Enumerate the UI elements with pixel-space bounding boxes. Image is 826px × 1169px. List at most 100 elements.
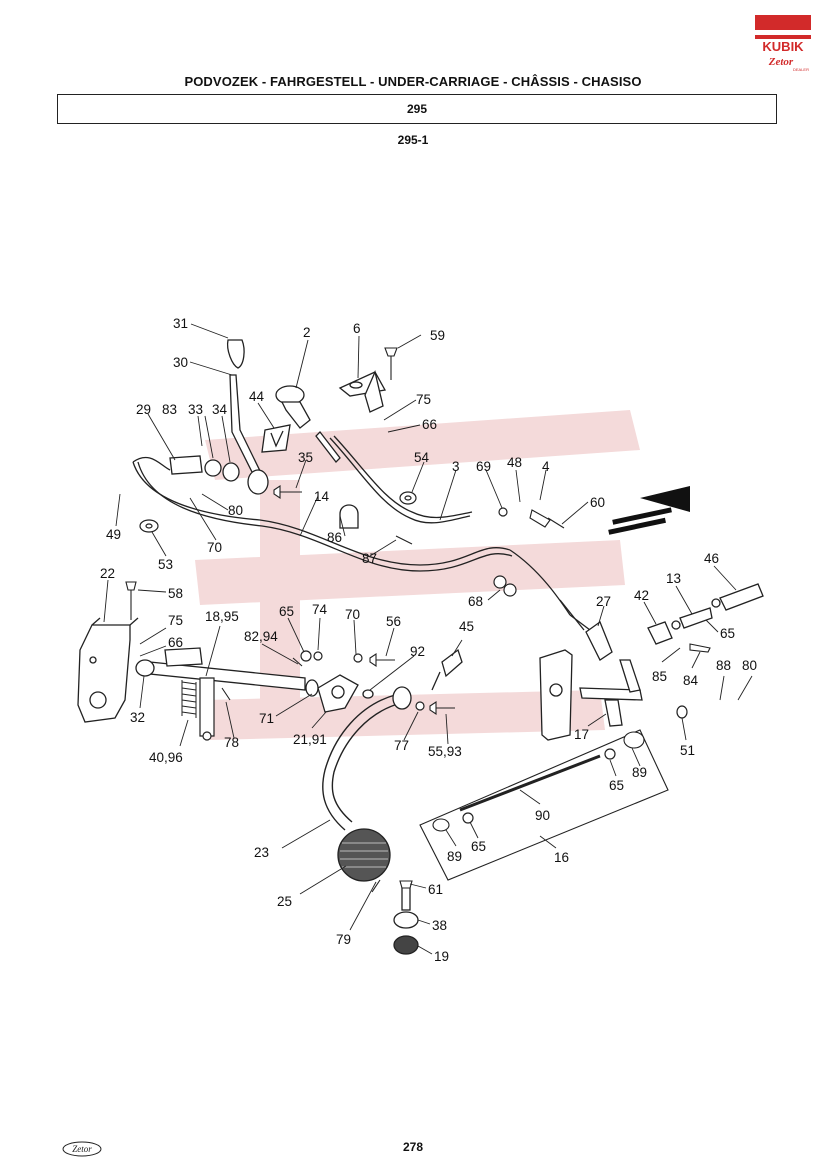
spring-40-96 [181, 680, 197, 718]
plate-bracket [539, 649, 573, 741]
plate-44 [261, 424, 291, 453]
callout-71: 71 [259, 711, 274, 726]
flange-21-91 [305, 674, 359, 713]
lever-17 [579, 659, 643, 727]
callout-70-mid: 70 [345, 607, 360, 622]
washers-nuts [139, 491, 688, 824]
callout-74: 74 [312, 602, 328, 617]
callout-61: 61 [428, 882, 443, 897]
callout-89-right: 89 [632, 765, 647, 780]
callout-49: 49 [106, 527, 121, 542]
svg-text:DEALER: DEALER [793, 67, 809, 72]
turnbuckle-27 [559, 599, 613, 661]
callout-14: 14 [314, 489, 330, 504]
callout-30: 30 [173, 355, 188, 370]
callout-65-d: 65 [471, 839, 486, 854]
callout-56: 56 [386, 614, 401, 629]
callout-17: 17 [574, 727, 589, 742]
callout-38: 38 [432, 918, 447, 933]
cables [132, 435, 591, 631]
callout-65-b: 65 [720, 626, 735, 641]
zetor-footer-logo: Zetor [62, 1141, 102, 1157]
kubik-zetor-logo: KUBIK Zetor DEALER [755, 15, 811, 72]
callout-65-a: 65 [279, 604, 294, 619]
document-title: PODVOZEK - FAHRGESTELL - UNDER-CARRIAGE … [184, 74, 642, 89]
callout-46: 46 [704, 551, 719, 566]
callout-70-left: 70 [207, 540, 222, 555]
callout-80-left: 80 [228, 503, 243, 518]
bracket-22 [77, 617, 139, 723]
pedal-rod [322, 694, 402, 831]
callout-2: 2 [303, 325, 311, 340]
callout-85: 85 [652, 669, 667, 684]
callout-25: 25 [277, 894, 292, 909]
callout-23: 23 [254, 845, 269, 860]
section-number: 295 [406, 102, 428, 116]
callout-83: 83 [162, 402, 177, 417]
callout-60: 60 [590, 495, 605, 510]
leader-lines [103, 323, 753, 955]
callout-6: 6 [353, 321, 361, 336]
cross-shaft [135, 647, 306, 691]
callout-18-95: 18,95 [205, 609, 239, 624]
cable-end-45 [431, 648, 463, 691]
callout-45: 45 [459, 619, 474, 634]
callout-44: 44 [249, 389, 265, 404]
callout-66-top: 66 [422, 417, 437, 432]
callout-75-top: 75 [416, 392, 431, 407]
callout-51: 51 [680, 743, 695, 758]
knob-2 [275, 385, 341, 463]
bracket-6 [338, 369, 387, 413]
bolts [125, 347, 711, 893]
lever-78 [199, 677, 215, 741]
callout-80-right: 80 [742, 658, 757, 673]
subsection-number: 295-1 [397, 133, 429, 147]
section-number-box: 295 [57, 94, 777, 124]
part-callouts: 31 30 2 6 59 29 83 33 34 44 75 66 35 54 … [100, 316, 757, 964]
callout-68: 68 [468, 594, 483, 609]
callout-55-93: 55,93 [428, 744, 462, 759]
callout-79: 79 [336, 932, 351, 947]
svg-text:Zetor: Zetor [768, 56, 794, 68]
callout-69: 69 [476, 459, 491, 474]
callout-40-96: 40,96 [149, 750, 183, 765]
svg-text:KUBIK: KUBIK [762, 39, 804, 54]
callout-53: 53 [158, 557, 173, 572]
callout-31: 31 [173, 316, 188, 331]
callout-29: 29 [136, 402, 151, 417]
callout-4: 4 [542, 459, 550, 474]
callout-66-left: 66 [168, 635, 183, 650]
svg-text:Zetor: Zetor [72, 1144, 92, 1154]
callout-78: 78 [224, 735, 239, 750]
callout-75-left: 75 [168, 613, 183, 628]
callout-92: 92 [410, 644, 425, 659]
callout-88: 88 [716, 658, 731, 673]
callout-77: 77 [394, 738, 409, 753]
pedal-pad-25 [337, 828, 391, 882]
callout-16: 16 [554, 850, 569, 865]
callout-58: 58 [168, 586, 183, 601]
callout-48: 48 [507, 455, 522, 470]
callout-90: 90 [535, 808, 550, 823]
dealer-watermark [195, 410, 640, 740]
callout-21-91: 21,91 [293, 732, 327, 747]
sleeve-92 [362, 686, 412, 710]
callout-65-c: 65 [609, 778, 624, 793]
callout-35: 35 [298, 450, 313, 465]
callout-22: 22 [100, 566, 115, 581]
callout-34: 34 [212, 402, 228, 417]
callout-86: 86 [327, 530, 342, 545]
callout-27: 27 [596, 594, 611, 609]
callout-42: 42 [634, 588, 649, 603]
callout-89-left: 89 [447, 849, 462, 864]
callout-33: 33 [188, 402, 203, 417]
callout-82-94: 82,94 [244, 629, 278, 644]
callout-19: 19 [434, 949, 449, 964]
callout-87: 87 [362, 551, 377, 566]
direction-arrow [608, 486, 690, 535]
clamp-86 [339, 504, 359, 529]
cable-end-29 [169, 455, 240, 482]
rod-16-box [419, 729, 669, 881]
callout-84: 84 [683, 673, 699, 688]
